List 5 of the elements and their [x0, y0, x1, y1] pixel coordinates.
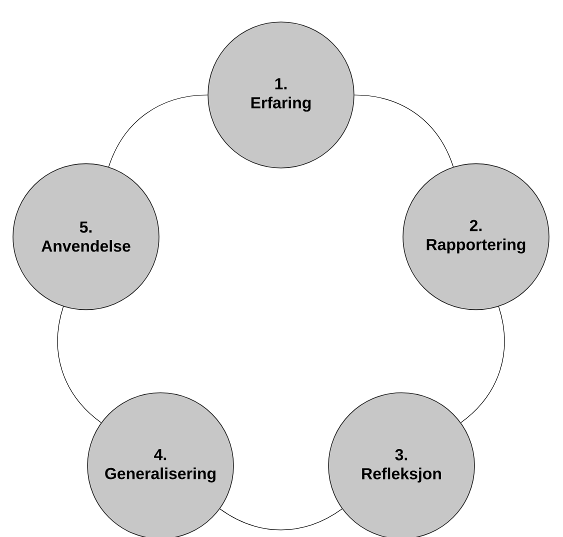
ring-arc [354, 94, 454, 168]
ring-arc [220, 508, 342, 530]
ring-arc [108, 94, 208, 168]
ring-arc [57, 306, 102, 423]
ring-arc [460, 306, 505, 423]
